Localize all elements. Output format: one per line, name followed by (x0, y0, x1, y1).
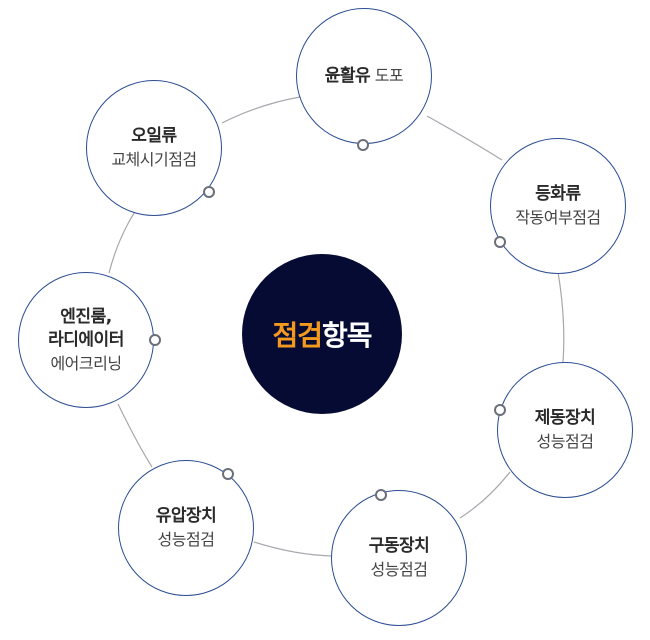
node-brake-title: 제동장치 (534, 408, 596, 428)
node-hydraulic: 유압장치 성능점검 (118, 460, 254, 596)
node-engine-title: 엔진룸, (60, 306, 112, 327)
connector-dot (222, 468, 234, 480)
center-accent-text: 점검 (272, 319, 323, 352)
node-lights-title: 등화류 (535, 184, 581, 204)
node-lights-subtitle: 작동여부점검 (515, 208, 601, 227)
node-lights: 등화류 작동여부점검 (490, 138, 626, 274)
center-rest-text: 항목 (322, 319, 373, 352)
connector-dot (375, 489, 387, 501)
node-brake-subtitle: 성능점검 (536, 432, 594, 451)
connector-dot (203, 186, 215, 198)
node-lubricant-subtitle: 도포 (374, 66, 404, 85)
node-oil-title: 오일류 (131, 126, 177, 146)
node-drive-subtitle: 성능점검 (370, 560, 428, 579)
node-drive: 구동장치 성능점검 (331, 490, 467, 626)
node-lubricant: 윤활유 도포 (296, 8, 432, 144)
node-drive-title: 구동장치 (368, 536, 430, 556)
node-oil-subtitle: 교체시기점검 (111, 150, 197, 169)
node-lubricant-title: 윤활유 (324, 66, 371, 86)
node-oil: 오일류 교체시기점검 (86, 80, 222, 216)
connector-dot (494, 236, 506, 248)
node-hydraulic-title: 유압장치 (155, 506, 217, 526)
node-brake: 제동장치 성능점검 (497, 362, 633, 498)
node-engine-title2: 라디에이터 (48, 329, 124, 350)
connector-dot (494, 404, 506, 416)
node-engine-subtitle: 에어크리닝 (50, 353, 122, 373)
node-engine: 엔진룸, 라디에이터 에어크리닝 (18, 272, 154, 408)
connector-dot (357, 139, 369, 151)
node-hydraulic-subtitle: 성능점검 (157, 530, 215, 549)
connector-dot (149, 334, 161, 346)
